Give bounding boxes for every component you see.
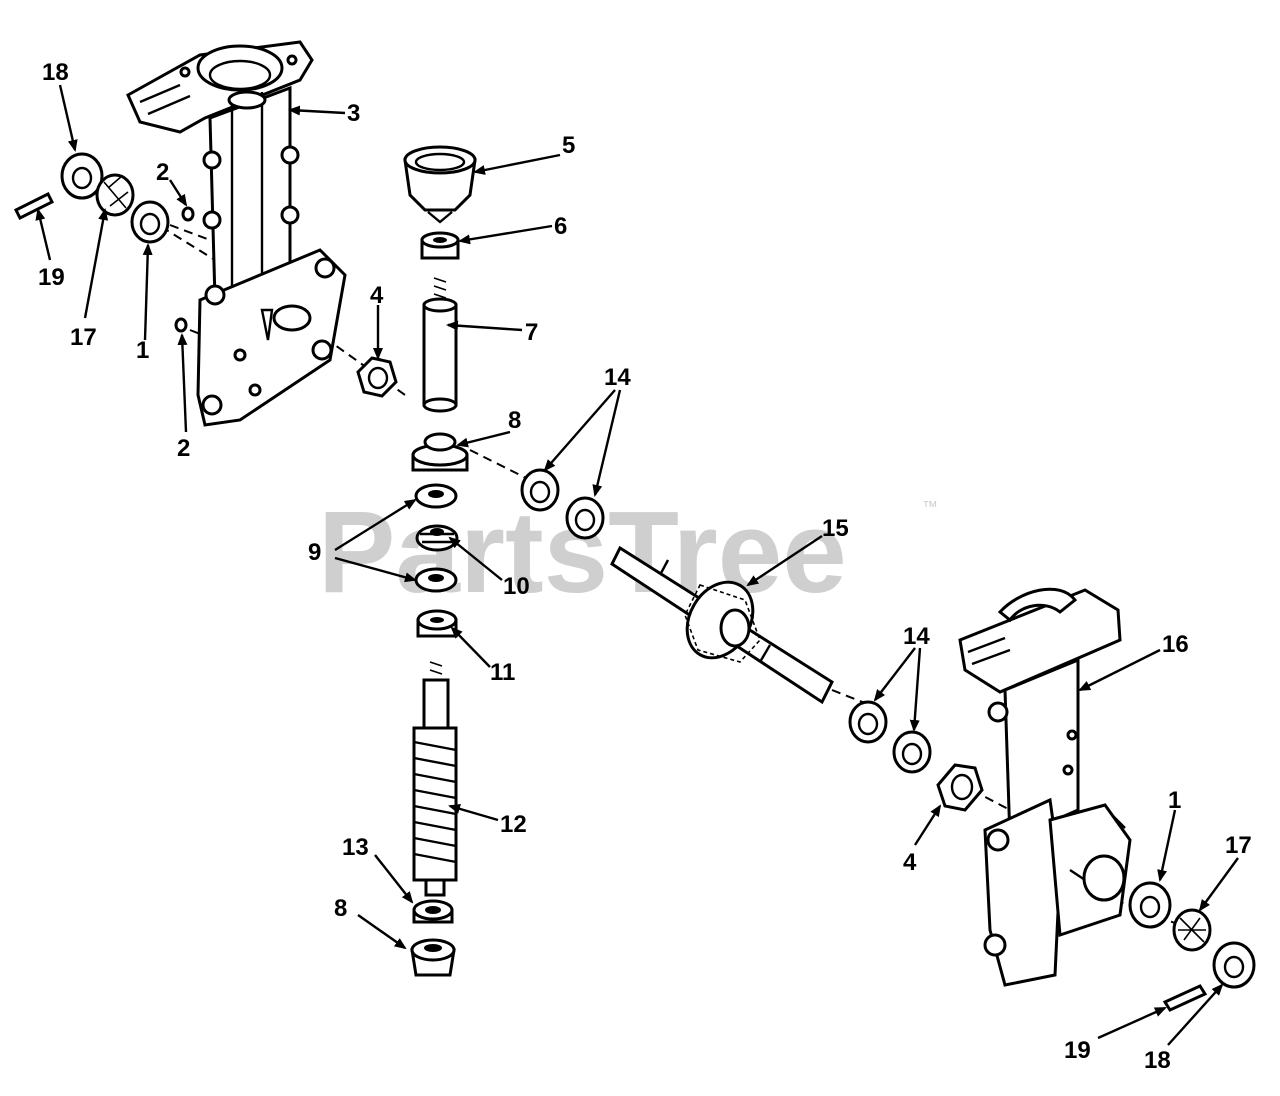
left-hex-bearing-part-4 — [356, 356, 398, 398]
bearing-lower-part-8 — [410, 938, 456, 977]
left-dowel-lower-part-2 — [174, 317, 188, 333]
callout-5: 5 — [562, 132, 575, 159]
callout-2: 2 — [177, 435, 190, 462]
right-hex-bearing-part-4 — [936, 763, 984, 812]
bearing-upper-part-8 — [411, 432, 469, 472]
bearing-lower-b-part-14 — [892, 730, 932, 774]
washer-upper-part-9 — [414, 483, 458, 509]
cup-part-5 — [403, 145, 477, 224]
callout-18: 18 — [1144, 1047, 1171, 1074]
callout-9: 9 — [308, 539, 321, 566]
left-housing-part-3 — [126, 40, 347, 427]
callout-1: 1 — [1168, 787, 1181, 814]
callout-8: 8 — [508, 407, 521, 434]
callout-14: 14 — [903, 623, 930, 650]
left-pin-part-19 — [13, 191, 55, 221]
callout-3: 3 — [347, 100, 360, 127]
bearing-upper-a-part-14 — [520, 468, 560, 512]
right-bearing-part-17 — [1172, 908, 1212, 952]
callout-labels: 18 3 2 5 6 19 4 17 1 7 14 2 8 9 15 10 16… — [38, 59, 1252, 1074]
shaft-part-7 — [422, 277, 458, 413]
output-shaft-part-15 — [610, 545, 834, 705]
callout-11: 11 — [490, 659, 515, 686]
right-housing-part-16 — [958, 587, 1132, 987]
callout-8: 8 — [334, 895, 347, 922]
callout-17: 17 — [1225, 832, 1252, 859]
callout-13: 13 — [342, 834, 369, 861]
left-seal-part-18 — [60, 152, 104, 200]
callout-1: 1 — [136, 337, 149, 364]
callout-17: 17 — [70, 324, 97, 351]
left-bearing-part-17 — [95, 173, 135, 217]
callout-6: 6 — [554, 213, 567, 240]
callout-19: 19 — [1064, 1037, 1091, 1064]
worm-shaft-part-12 — [412, 661, 458, 897]
callout-10: 10 — [503, 573, 530, 600]
right-spacer-part-1 — [1128, 881, 1172, 929]
left-dowel-upper-part-2 — [181, 206, 195, 222]
washer-part-13 — [412, 899, 454, 924]
right-pin-part-19 — [1162, 984, 1208, 1012]
washer-lower-part-9 — [414, 567, 458, 593]
bushing-part-6 — [420, 231, 460, 260]
callout-18: 18 — [42, 59, 69, 86]
callout-7: 7 — [525, 319, 538, 346]
trademark-symbol: ™ — [922, 499, 938, 516]
callout-16: 16 — [1162, 631, 1189, 658]
callout-14: 14 — [604, 364, 631, 391]
callout-4: 4 — [370, 282, 384, 309]
callout-4: 4 — [903, 849, 917, 876]
callout-2: 2 — [156, 159, 169, 186]
bearing-lower-a-part-14 — [848, 700, 888, 744]
bushing-part-11 — [416, 609, 458, 638]
callout-leader-lines — [35, 84, 1239, 1046]
callout-15: 15 — [822, 515, 849, 542]
right-seal-part-18 — [1212, 941, 1256, 989]
callout-19: 19 — [38, 264, 65, 291]
bearing-upper-b-part-14 — [565, 496, 605, 540]
left-spacer-part-1 — [130, 200, 170, 244]
callout-12: 12 — [500, 811, 527, 838]
